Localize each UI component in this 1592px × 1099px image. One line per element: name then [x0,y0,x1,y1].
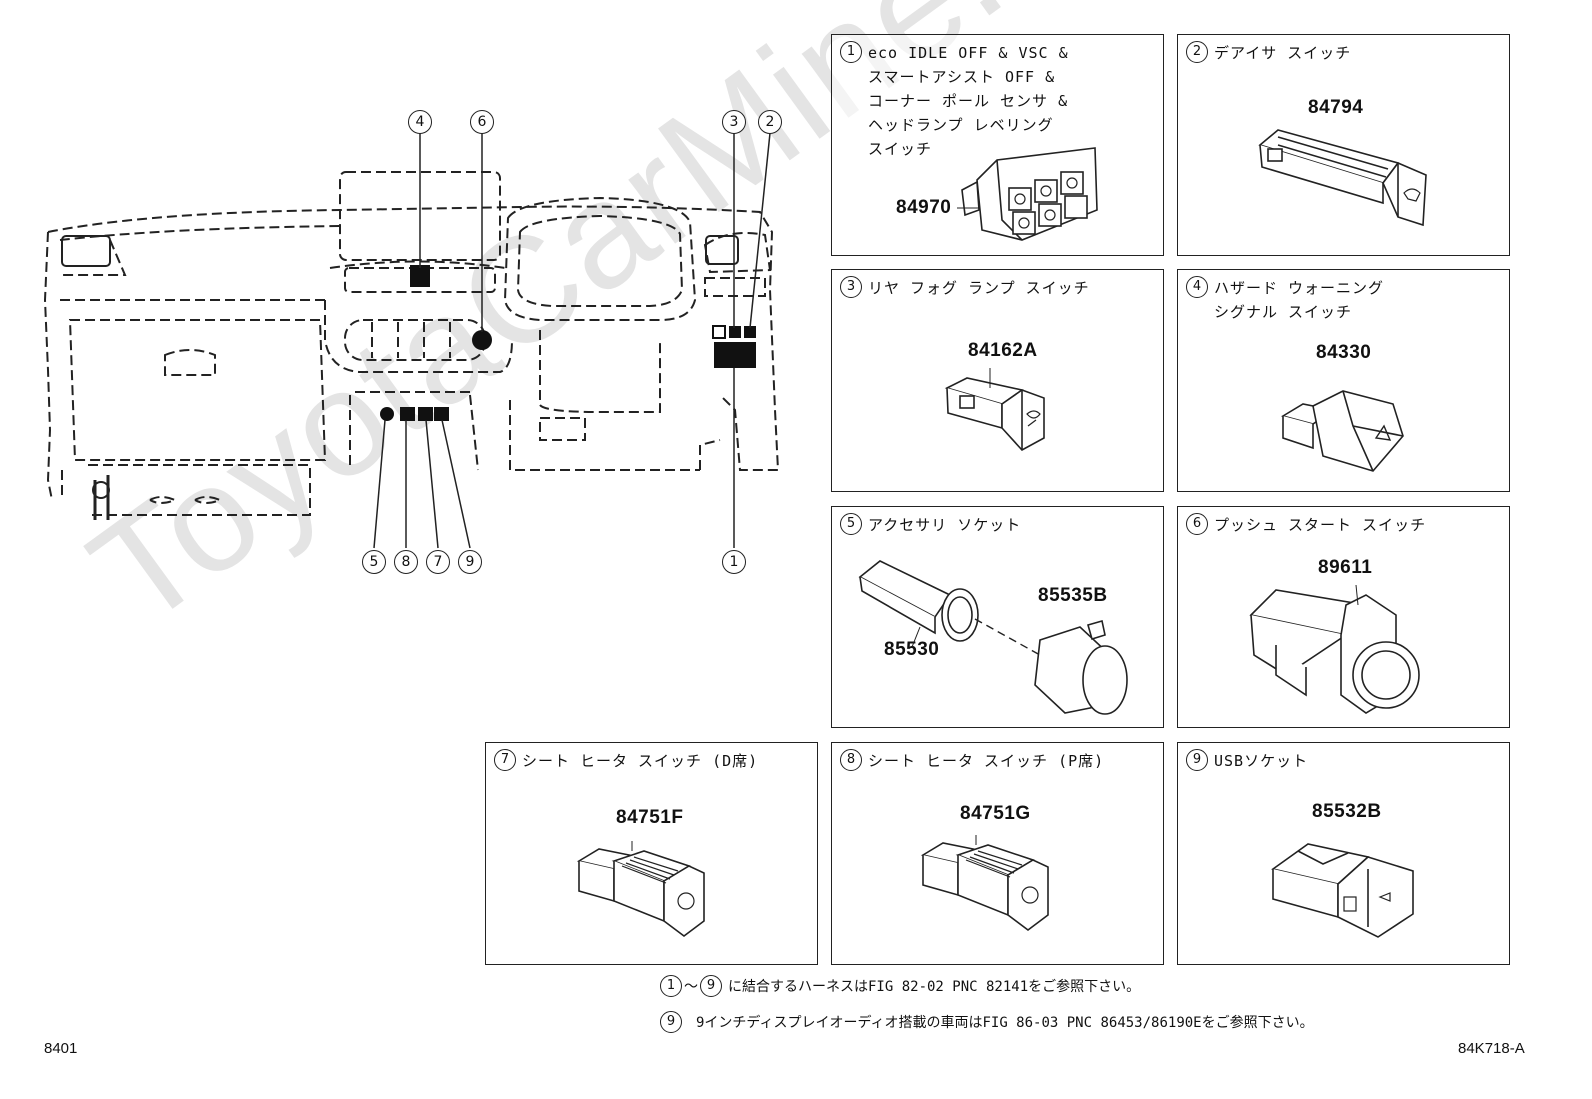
panel-usb-socket: 9 USBソケット 85532B [1177,742,1510,965]
part-number: 84330 [1316,342,1372,363]
note-text: 9インチディスプレイオーディオ搭載の車両はFIG 86-03 PNC 86453… [696,1015,1314,1031]
callout-5: 5 [362,550,386,574]
panel-number: 3 [840,276,862,298]
callout-2: 2 [758,110,782,134]
panel-title: デアイサ スイッチ [1214,44,1352,62]
callout-9: 9 [458,550,482,574]
panel-seat-heater-d: 7 シート ヒータ スイッチ (D席) 84751F [485,742,818,965]
panel-title: アクセサリ ソケット [868,516,1022,534]
callout-3: 3 [722,110,746,134]
panel-title: プッシュ スタート スイッチ [1214,516,1427,534]
note-circle-end: 9 [700,975,722,997]
panel-number: 1 [840,41,862,63]
part-number: 84751F [616,807,684,828]
panel-push-start-switch: 6 プッシュ スタート スイッチ 89611 [1177,506,1510,728]
part-number: 84751G [960,803,1031,824]
seat-heater-p-illustration [920,835,1049,931]
push-start-switch-illustration [1249,585,1420,714]
deicer-switch-illustration [1258,129,1427,227]
panel-number: 7 [494,749,516,771]
panel-number: 5 [840,513,862,535]
note-text: に結合するハーネスはFIG 82-02 PNC 82141をご参照下さい。 [728,979,1141,995]
panel-number: 4 [1186,276,1208,298]
dashboard-overview-diagram [43,132,780,549]
part-number-2: 85535B [1038,585,1108,606]
panel-rear-fog-switch: 3 リヤ フォグ ランプ スイッチ 84162A [831,269,1164,492]
page-code: 8401 [44,1040,78,1057]
part-number: 84162A [968,340,1038,361]
note-circle: 9 [660,1011,682,1033]
part-number: 84794 [1308,97,1364,118]
part-number: 85532B [1312,801,1382,822]
part-number: 84970 [896,197,952,218]
callout-8: 8 [394,550,418,574]
callout-4: 4 [408,110,432,134]
panel-title: シート ヒータ スイッチ (P席) [868,752,1105,770]
note-circle-start: 1 [660,975,682,997]
panel-accessory-socket: 5 アクセサリ ソケット 85530 85535B [831,506,1164,728]
panel-number: 2 [1186,41,1208,63]
callout-7: 7 [426,550,450,574]
drawing-code: 84K718-A [1458,1040,1525,1057]
panel-title: ハザード ウォーニング シグナル スイッチ [1214,279,1385,321]
panel-title: eco IDLE OFF & VSC & スマートアシスト OFF & コーナー… [868,44,1069,158]
note-harness-reference: 1 ～ 9 に結合するハーネスはFIG 82-02 PNC 82141をご参照下… [660,975,1146,997]
note-display-audio-reference: 9 9インチディスプレイオーディオ搭載の車両はFIG 86-03 PNC 864… [660,1011,1320,1033]
panel-title: シート ヒータ スイッチ (D席) [522,752,759,770]
panel-number: 9 [1186,749,1208,771]
panel-seat-heater-p: 8 シート ヒータ スイッチ (P席) 84751G [831,742,1164,965]
panel-number: 6 [1186,513,1208,535]
panel-deicer-switch: 2 デアイサ スイッチ 84794 [1177,34,1510,256]
hazard-switch-illustration [1280,390,1404,472]
panel-title: USBソケット [1214,752,1309,770]
panel-number: 8 [840,749,862,771]
panel-hazard-switch: 4 ハザード ウォーニング シグナル スイッチ 84330 [1177,269,1510,492]
panel-eco-idle-switch: 1 eco IDLE OFF & VSC & スマートアシスト OFF & コーナ… [831,34,1164,256]
note-tilde: ～ [684,979,698,995]
rear-fog-switch-illustration [944,368,1045,452]
part-number: 85530 [884,639,940,660]
accessory-socket-illustration [858,560,1128,715]
panel-title: リヤ フォグ ランプ スイッチ [868,279,1090,297]
callout-1: 1 [722,550,746,574]
part-number: 89611 [1318,557,1373,578]
usb-socket-illustration [1271,843,1414,938]
switch-cluster-illustration [957,147,1098,241]
callout-6: 6 [470,110,494,134]
seat-heater-d-illustration [576,841,705,937]
